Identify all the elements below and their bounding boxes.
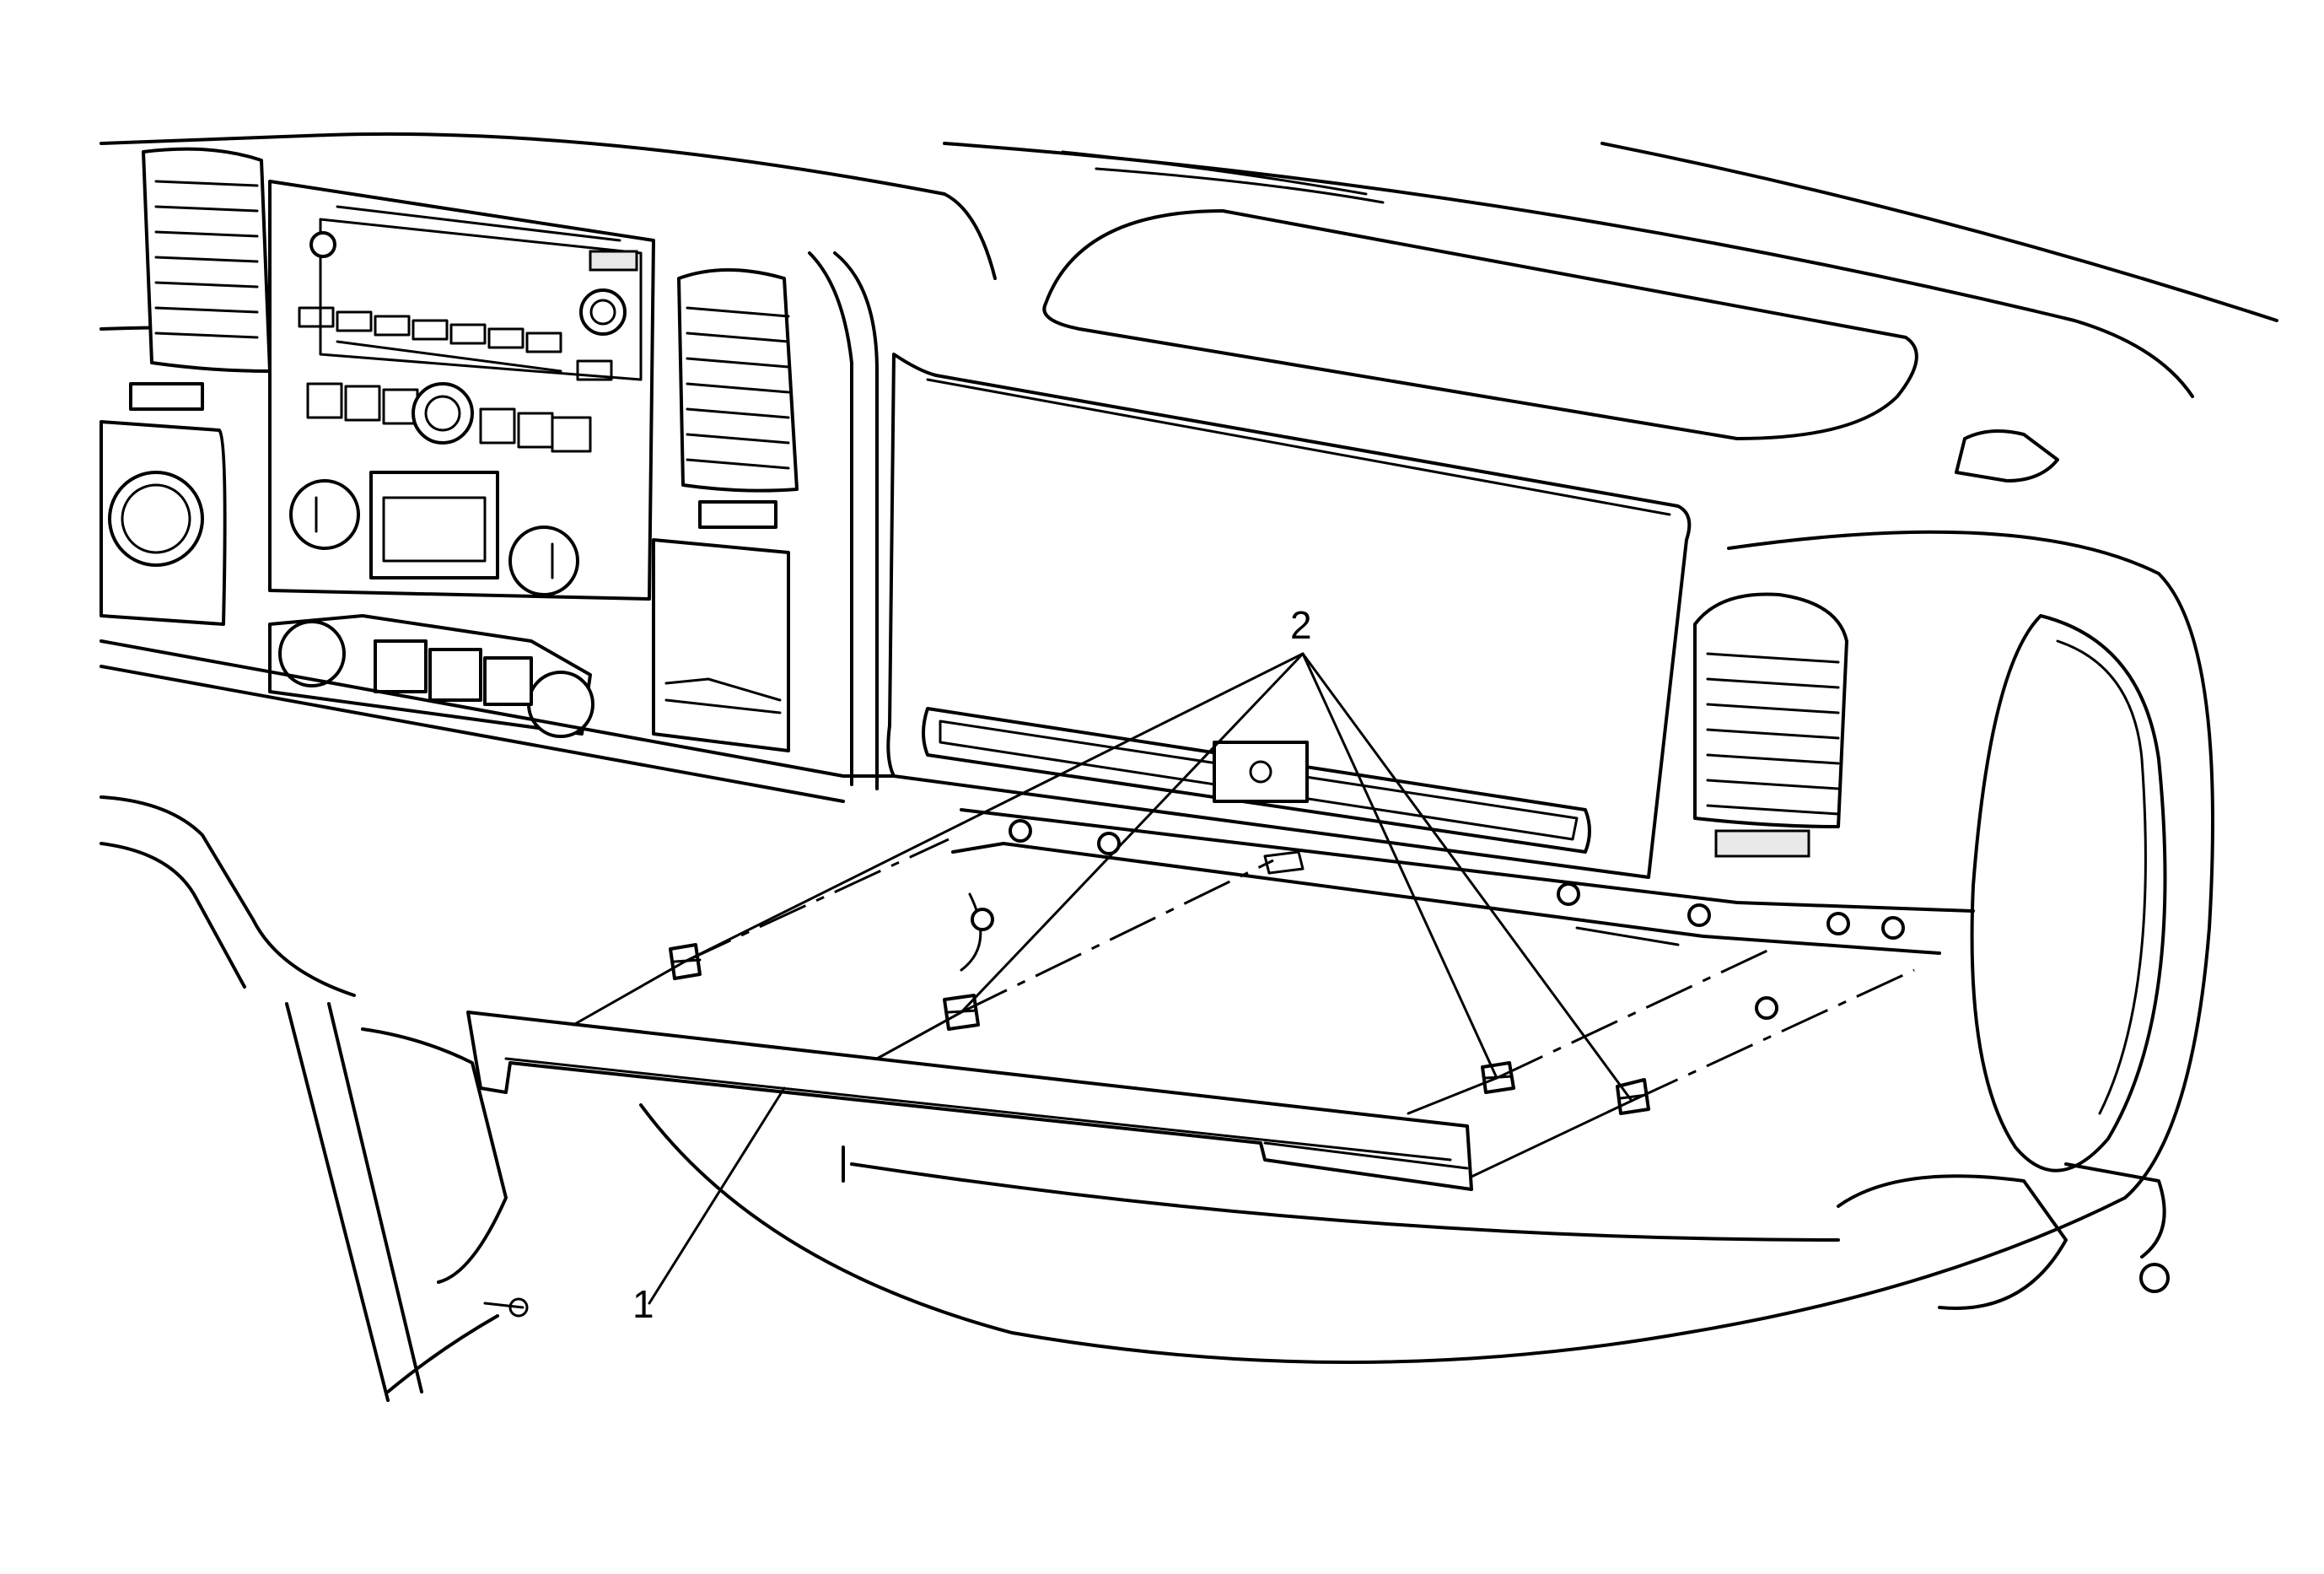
storage-cubby xyxy=(652,538,790,752)
glove-box-trim-strip xyxy=(466,1011,1473,1191)
defrost-panel xyxy=(1042,209,1918,440)
callout-1-label: 1 xyxy=(632,1282,654,1326)
leader-lines xyxy=(648,652,1633,1305)
lower-switch-bank xyxy=(268,614,594,738)
left-air-vent xyxy=(142,147,272,373)
center-bezel xyxy=(100,251,896,803)
callout-2-label: 2 xyxy=(1290,603,1312,647)
alignment-lines xyxy=(572,838,1915,1178)
glove-box-opening xyxy=(951,808,1975,1020)
retaining-clip xyxy=(1616,1078,1650,1115)
lower-dash-panel xyxy=(100,795,2170,1402)
headlamp-switch xyxy=(100,382,227,626)
glove-box-door xyxy=(886,353,1692,879)
instrument-panel-end-cap xyxy=(1727,429,2214,1199)
center-right-air-vent xyxy=(677,268,799,529)
right-air-vent xyxy=(1693,592,1848,858)
radio-hvac-stack xyxy=(268,180,655,601)
